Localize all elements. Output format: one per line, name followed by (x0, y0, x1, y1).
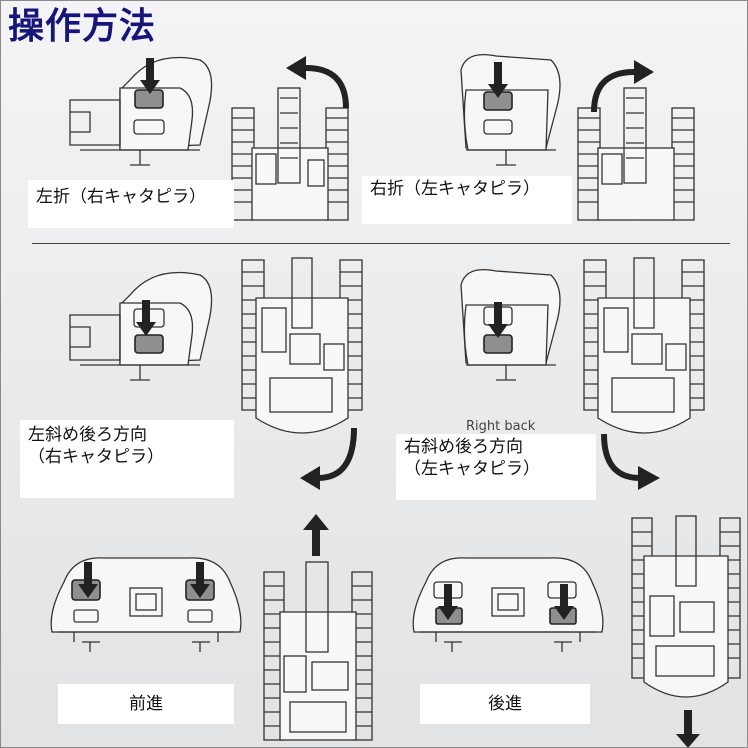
section-divider (32, 243, 730, 244)
press-arrow-icon (438, 584, 458, 620)
label-right-turn: 右折（左キャタピラ） (362, 176, 572, 224)
label-forward: 前進 (58, 684, 234, 724)
curved-right-arrow-icon (601, 433, 660, 490)
press-arrow-icon (488, 62, 508, 98)
english-label-right-back: Right back (466, 419, 536, 434)
controller-side-illustration (460, 53, 561, 166)
label-right-back-line2: （左キャタピラ） (404, 459, 540, 479)
excavator-top-view-icon (577, 87, 695, 221)
excavator-top-view-icon (231, 87, 349, 221)
controller-front-illustration (50, 557, 242, 652)
label-left-turn: 左折（右キャタピラ） (28, 180, 234, 228)
controller-side-illustration (69, 271, 213, 381)
press-arrow-icon (136, 300, 156, 336)
controller-front-illustration (412, 557, 604, 652)
label-left-back-line2: （右キャタピラ） (28, 447, 164, 467)
label-right-back-line1: 右斜め後ろ方向 (404, 437, 523, 457)
label-left-back-line1: 左斜め後ろ方向 (28, 425, 147, 445)
page-title: 操作方法 (8, 5, 157, 47)
down-arrow-icon (676, 710, 700, 748)
excavator-top-view-icon (241, 257, 363, 434)
excavator-top-view-icon (263, 561, 373, 741)
press-arrow-icon (78, 562, 98, 598)
label-backward: 後進 (420, 684, 590, 724)
excavator-top-view-icon (583, 257, 705, 434)
label-right-back: 右斜め後ろ方向 （左キャタピラ） (396, 434, 596, 500)
curved-left-arrow-icon (300, 427, 357, 490)
press-arrow-icon (140, 58, 160, 94)
press-arrow-icon (488, 302, 508, 338)
controller-side-illustration (460, 268, 561, 381)
press-arrow-icon (554, 584, 574, 620)
excavator-top-view-icon (631, 515, 741, 698)
up-arrow-icon (303, 514, 329, 556)
curved-right-arrow-icon (591, 60, 654, 113)
curved-left-arrow-icon (286, 56, 349, 109)
press-arrow-icon (190, 562, 210, 598)
label-left-back: 左斜め後ろ方向 （右キャタピラ） (20, 420, 234, 498)
